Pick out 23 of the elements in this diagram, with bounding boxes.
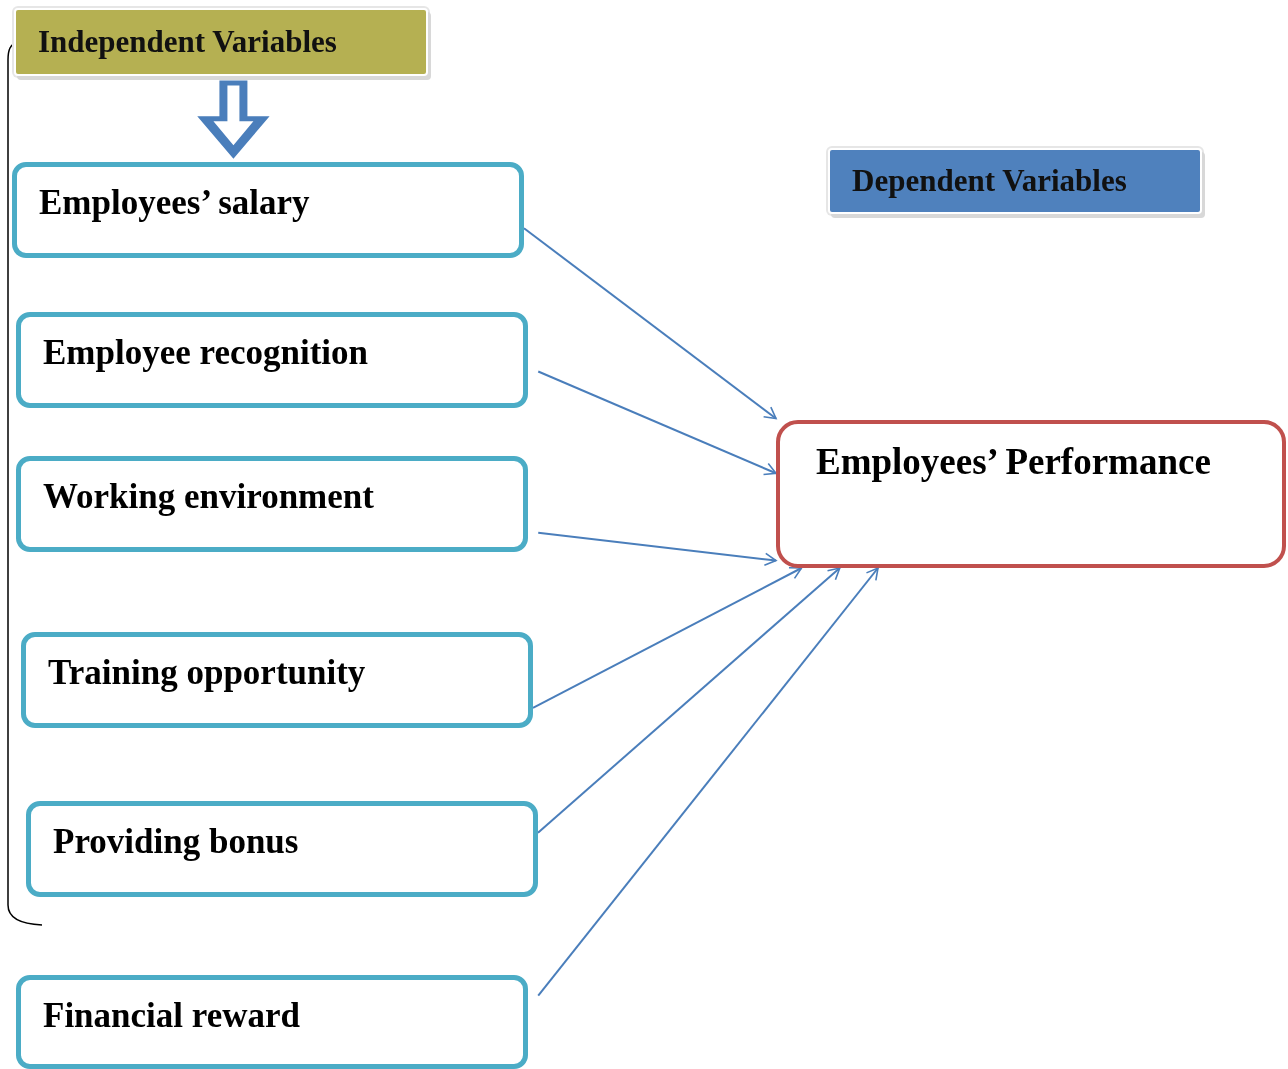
- variable-box: [16, 975, 528, 1069]
- arrow: [523, 227, 777, 420]
- box-label: Employee recognition: [43, 333, 368, 372]
- arrow: [537, 531, 777, 567]
- box-label: Working environment: [43, 477, 374, 516]
- box-label: Financial reward: [43, 996, 300, 1035]
- box-label: Employees’ Performance: [816, 441, 1211, 482]
- box-label: Providing bonus: [53, 822, 299, 861]
- arrow: [537, 567, 879, 997]
- outcome-box: [776, 420, 1286, 568]
- box-label: Employees’ salary: [39, 183, 310, 222]
- arrow: [532, 566, 803, 709]
- variable-box: [16, 312, 528, 408]
- box-label: Training opportunity: [48, 653, 366, 692]
- box-label: Independent Variables: [38, 24, 337, 60]
- block-arrow: [197, 80, 270, 159]
- arrow: [537, 567, 841, 834]
- variable-box: [21, 632, 533, 728]
- variable-box: [26, 801, 538, 897]
- variable-box: [16, 456, 528, 552]
- arrow: [537, 370, 777, 476]
- box-label: Dependent Variables: [852, 163, 1127, 199]
- variable-box: [12, 162, 524, 258]
